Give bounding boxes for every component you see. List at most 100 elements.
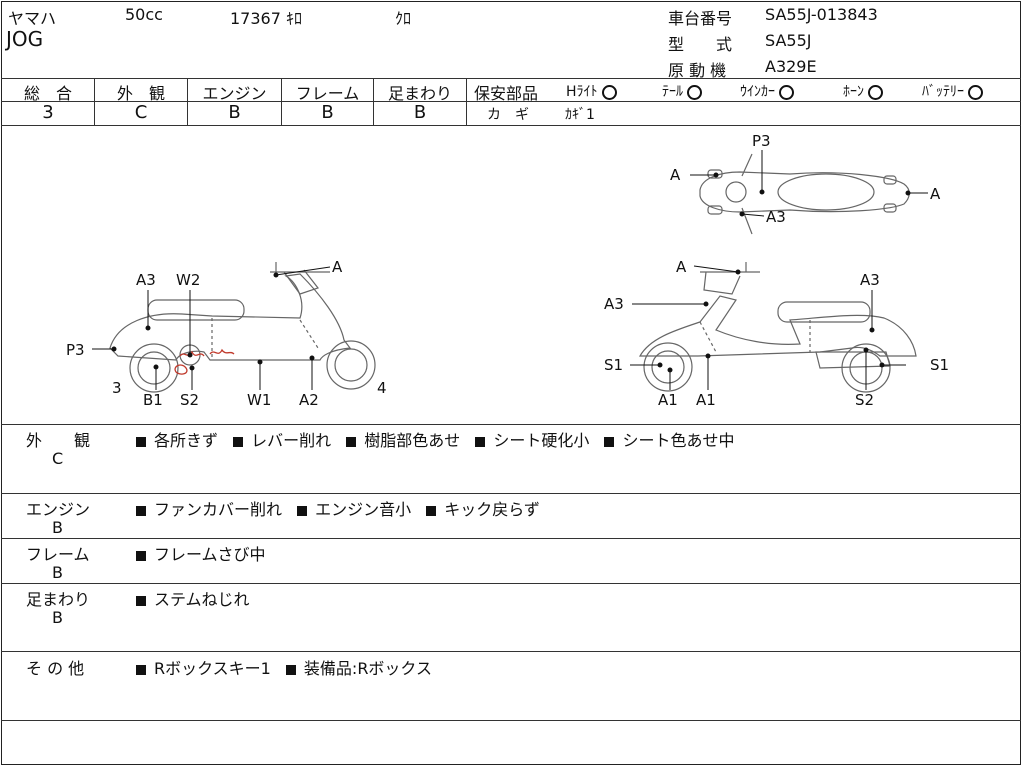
ok-circle-icon	[868, 84, 883, 100]
right-label-s1-rear: S1	[930, 356, 949, 374]
left-label-a: A	[332, 258, 343, 276]
safety-headlight: Hﾗｲﾄ	[566, 81, 617, 101]
top-view-handlebar	[741, 153, 753, 235]
divider	[1, 583, 1021, 584]
right-label-a1-mid: A1	[696, 391, 716, 409]
left-label-w2: W2	[176, 271, 200, 289]
right-view-seat	[777, 301, 871, 323]
right-label-a3-rear: A3	[860, 271, 880, 289]
right-label-a3-front: A3	[604, 295, 624, 313]
note-item: 装備品:Rボックス	[303, 659, 432, 678]
note-item: フレームさび中	[154, 545, 266, 564]
note-item: レバー削れ	[251, 431, 332, 450]
note-item: ファンカバー削れ	[154, 500, 283, 519]
left-label-s2: S2	[180, 391, 199, 409]
note-item: シート色あせ中	[622, 431, 735, 450]
section-suspension-grade: B	[52, 608, 63, 627]
frame-no: SA55J-013843	[765, 5, 878, 24]
engine-code-label: 原 動 機	[668, 61, 727, 80]
section-frame-notes: フレームさび中	[136, 541, 276, 565]
bullet-icon	[136, 595, 146, 606]
right-view-rear-wheel	[841, 343, 891, 393]
grade-overall-value: 3	[42, 102, 54, 123]
divider	[1, 538, 1021, 539]
left-label-a3: A3	[136, 271, 156, 289]
bullet-icon	[233, 436, 244, 447]
section-other-notes: Rボックスキー1 装備品:Rボックス	[136, 655, 442, 679]
note-item: 樹脂部色あせ	[364, 431, 461, 450]
model-code: SA55J	[765, 31, 812, 50]
scratch-mark-engine	[209, 348, 235, 355]
top-view-rear-light-upper	[883, 175, 897, 185]
bullet-icon	[136, 436, 146, 447]
note-item: キック戻らず	[444, 500, 540, 519]
left-label-4: 4	[377, 379, 387, 397]
divider	[1, 78, 1021, 79]
top-view-headlight	[725, 181, 747, 203]
bullet-icon	[346, 436, 357, 447]
model-code-label: 型 式	[668, 35, 733, 54]
scooter-damage-diagram: A A3 W2 P3 3 B1 S2 W1 A2 4 A A3 A3 S1 S1…	[66, 132, 949, 409]
bullet-icon	[136, 664, 146, 675]
grade-suspension-label: 足まわり	[387, 84, 452, 103]
left-label-b1: B1	[143, 391, 163, 409]
mileage: 17367 ｷﾛ	[230, 9, 302, 28]
maker: ヤマハ	[8, 9, 57, 28]
divider	[94, 78, 95, 125]
safety-label: 保安部品	[474, 84, 539, 103]
note-item: シート硬化小	[493, 431, 590, 450]
section-engine-grade: B	[52, 518, 63, 537]
divider	[1, 720, 1021, 721]
left-label-p3: P3	[66, 341, 85, 359]
left-view-front-wheel-hub	[334, 348, 368, 382]
divider	[187, 78, 188, 125]
bullet-icon	[426, 505, 437, 516]
horn-label: ﾎｰﾝ	[843, 84, 864, 100]
left-label-3: 3	[112, 379, 122, 397]
right-view-panel-line	[699, 320, 811, 353]
bullet-icon	[604, 436, 615, 447]
model-name: JOG	[6, 27, 44, 51]
safety-battery: ﾊﾞｯﾃﾘｰ	[922, 81, 983, 101]
left-view-panel-line	[211, 318, 319, 358]
section-suspension-notes: ステムねじれ	[136, 586, 260, 610]
grade-exterior-label: 外 観	[116, 84, 165, 103]
safety-winker: ｳｲﾝｶｰ	[740, 81, 794, 101]
divider	[1, 424, 1021, 425]
note-item: エンジン音小	[315, 500, 412, 519]
section-frame-grade: B	[52, 563, 63, 582]
right-view-handlebar	[700, 262, 760, 295]
divider	[373, 78, 374, 125]
bullet-icon	[136, 505, 146, 516]
grade-engine-value: B	[228, 102, 241, 123]
scratch-mark-s2	[174, 364, 188, 375]
section-exterior-label: 外 観	[26, 431, 91, 450]
top-label-p3: P3	[752, 132, 771, 150]
taillight-label: ﾃｰﾙ	[662, 84, 683, 100]
headlight-label: Hﾗｲﾄ	[566, 84, 598, 100]
grade-frame-value: B	[321, 102, 334, 123]
grade-suspension-value: B	[413, 102, 427, 123]
grade-overall-label: 総 合	[23, 84, 72, 103]
safety-horn: ﾎｰﾝ	[843, 81, 883, 101]
right-view-muffler	[815, 351, 891, 369]
ok-circle-icon	[779, 84, 794, 100]
right-label-s1-front: S1	[604, 356, 623, 374]
grade-frame-label: フレーム	[295, 84, 360, 103]
winker-label: ｳｲﾝｶｰ	[740, 84, 775, 100]
right-view-front-wheel-hub	[651, 350, 685, 384]
frame-no-label: 車台番号	[668, 9, 733, 28]
divider	[466, 78, 467, 125]
grade-exterior-value: C	[134, 102, 148, 123]
bullet-icon	[297, 505, 308, 516]
left-view-rear-wheel	[129, 343, 179, 393]
top-view-seat	[777, 173, 875, 211]
top-view-left-mirror	[707, 169, 723, 179]
divider	[1, 125, 1021, 126]
divider	[1, 493, 1021, 494]
ok-circle-icon	[968, 84, 983, 100]
right-view-front-wheel	[643, 342, 693, 392]
displacement: 50cc	[125, 5, 163, 24]
key-label: カ ギ	[487, 107, 529, 123]
divider	[281, 78, 282, 125]
